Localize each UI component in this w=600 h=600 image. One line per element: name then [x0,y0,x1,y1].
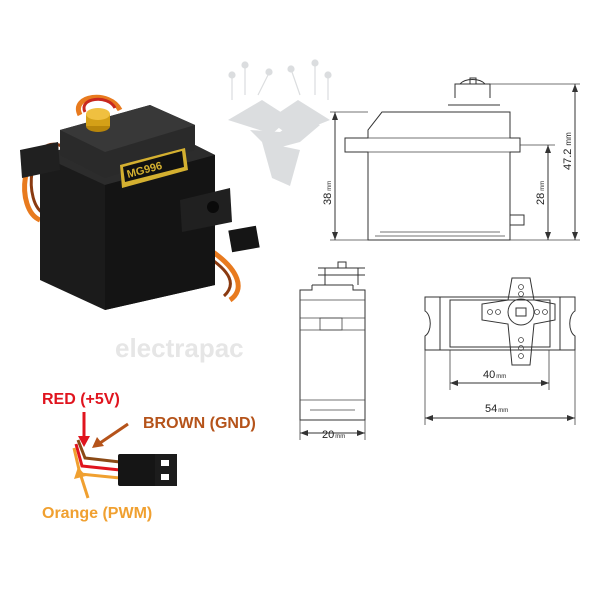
brown-wire-label: BROWN (GND) [143,415,256,432]
svg-text:47.2mm: 47.2mm [562,132,574,170]
side-view-drawing [330,77,580,241]
handshake-logo-watermark [228,59,332,186]
brown-arrow [99,422,129,445]
front-view-drawing [299,261,366,440]
red-wire-label: RED (+5V) [42,391,120,408]
wiring-diagram [72,412,177,499]
watermark-text: electrapac [115,333,244,363]
dim-label-40: 40mm [483,369,506,381]
dim-label-47-2: 47.2mm [562,132,574,170]
dim-label-38: 38mm [322,181,334,205]
top-view-drawing [424,277,576,425]
svg-text:28mm: 28mm [535,181,547,205]
orange-wire-label: Orange (PWM) [42,505,152,522]
dim-label-28: 28mm [535,181,547,205]
svg-text:38mm: 38mm [322,181,334,205]
servo-photo: MG996 [20,94,260,310]
servo-connector [118,454,163,486]
dim-label-20: 20mm [322,429,345,441]
dim-label-54: 54mm [485,403,508,415]
